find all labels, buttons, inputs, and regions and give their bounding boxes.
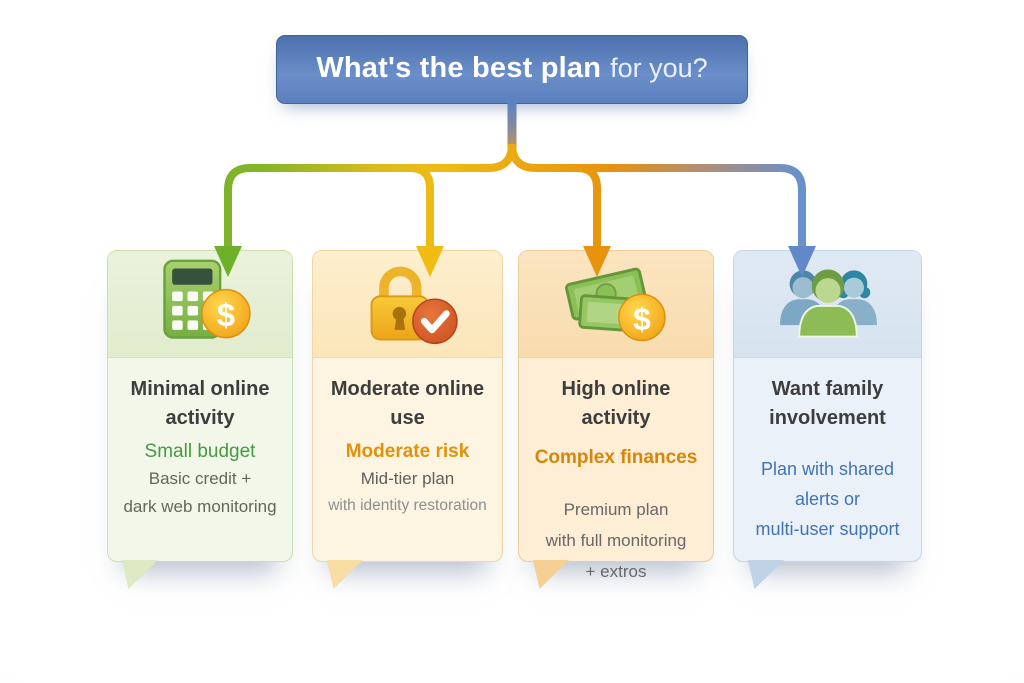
- card-moderate-subheading: Moderate risk: [345, 441, 470, 462]
- calculator-dollar-icon: $: [163, 259, 251, 339]
- title-banner: What's the best plan for you?: [276, 35, 748, 104]
- padlock-checkmark-icon: [370, 266, 458, 345]
- card-high-subheading: Complex finances: [534, 447, 698, 468]
- connector-branch-mid-left: [409, 164, 434, 250]
- family-group-icon: [779, 269, 877, 338]
- person-center: [797, 269, 858, 338]
- card-minimal-icon-band: $: [108, 251, 292, 358]
- card-family-heading: Want family involvement: [769, 378, 886, 429]
- card-minimal-subheading: Small budget: [144, 441, 256, 462]
- lock-shackle: [378, 266, 421, 305]
- dollar-coin: [618, 293, 666, 342]
- card-minimal-text: Minimal online activity Small budget Bas…: [108, 358, 292, 561]
- card-high-activity: $ High online activity Complex finances …: [518, 250, 714, 581]
- card-high-icon-band: $: [519, 251, 713, 358]
- card-moderate-heading: Moderate online use: [330, 378, 485, 429]
- card-high-heading: High online activity: [561, 378, 671, 429]
- card-moderate-text: Moderate online use Moderate risk Mid-ti…: [313, 358, 502, 561]
- card-minimal-activity: $ Minimal online activity Small budget B…: [107, 250, 293, 562]
- connector-branch-mid-right: [576, 164, 601, 250]
- connector-branch-right: [508, 143, 806, 250]
- card-family-involvement: Want family involvement Plan with shared…: [733, 250, 922, 562]
- keyhole-stem: [394, 316, 405, 330]
- dollar-symbol: $: [633, 301, 651, 337]
- card-high-detail: Premium plan with full monitoring + extr…: [545, 500, 687, 581]
- card-family-text: Want family involvement Plan with shared…: [734, 358, 921, 561]
- title-text-regular: for you?: [610, 53, 708, 83]
- dollar-coin: [201, 288, 251, 339]
- card-moderate-use: Moderate online use Moderate risk Mid-ti…: [312, 250, 503, 562]
- calculator-screen: [172, 268, 213, 285]
- connector-branch-left: [224, 143, 516, 250]
- card-family-icon-band: [734, 251, 921, 358]
- title-text-bold: What's the best plan: [316, 52, 602, 84]
- card-minimal-detail: Basic credit + dark web monitoring: [123, 469, 277, 516]
- card-minimal-heading: Minimal online activity: [130, 378, 270, 429]
- check-circle: [411, 298, 458, 345]
- card-high-text: High online activity Complex finances Pr…: [519, 358, 713, 581]
- card-moderate-detail-note: with identity restoration: [328, 497, 487, 514]
- card-family-subheading: Plan with shared alerts or multi-user su…: [755, 459, 900, 539]
- card-moderate-detail: Mid-tier plan: [360, 469, 455, 488]
- checkmark: [420, 310, 450, 334]
- banknotes-dollar-icon: $: [565, 267, 666, 342]
- card-moderate-icon-band: [313, 251, 502, 358]
- dollar-symbol: $: [217, 296, 235, 333]
